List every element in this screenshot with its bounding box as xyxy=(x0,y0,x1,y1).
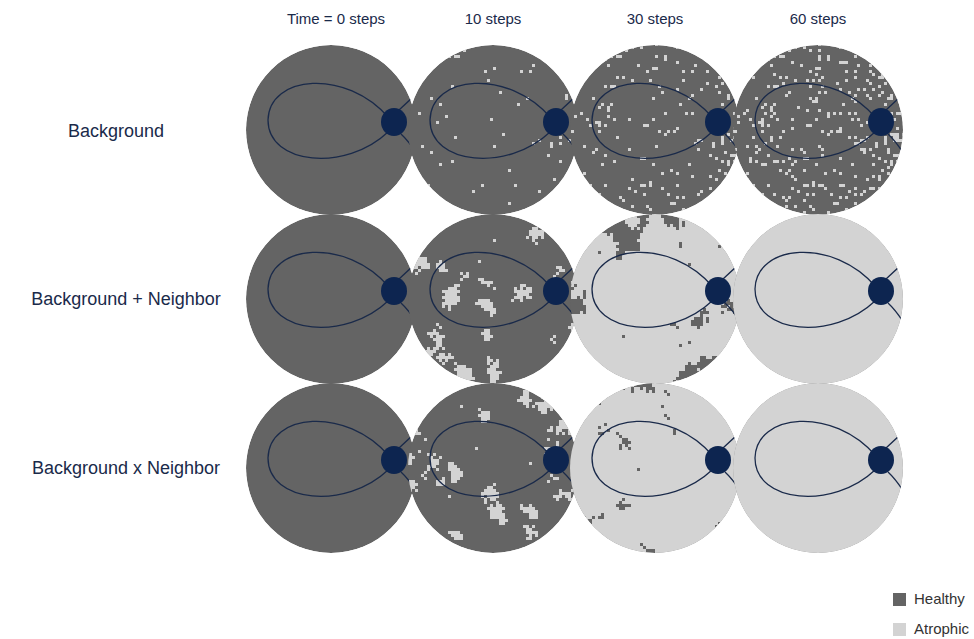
healthy-retina xyxy=(733,45,903,215)
atrophy-area xyxy=(406,390,577,552)
healthy-retina xyxy=(246,45,416,215)
optic-disc xyxy=(705,277,731,305)
healthy-retina xyxy=(570,45,740,215)
vessel-arcade xyxy=(592,83,750,170)
vessel-arcade xyxy=(430,83,588,170)
atrophy-area xyxy=(568,212,742,386)
fundus-panel xyxy=(731,381,913,555)
legend-label: Atrophic xyxy=(914,620,969,637)
healthy-retina xyxy=(246,214,416,384)
atrophy-area xyxy=(412,227,577,386)
vessel-arcade xyxy=(592,252,750,339)
fundus-panel xyxy=(406,383,588,553)
column-header: 10 steps xyxy=(465,10,522,27)
vessel-arcade xyxy=(268,83,426,170)
optic-disc xyxy=(543,277,569,305)
fundus-panel xyxy=(570,43,750,217)
atrophy-area xyxy=(731,381,905,555)
optic-disc xyxy=(543,108,569,136)
fundus-panel xyxy=(246,383,426,553)
row-label: Background x Neighbor xyxy=(32,458,220,479)
vessel-arcade xyxy=(268,421,426,508)
column-header: Time = 0 steps xyxy=(287,10,385,27)
vessel-arcade xyxy=(592,421,750,508)
fundus-panel xyxy=(568,212,750,386)
optic-disc xyxy=(543,446,569,474)
row-label: Background xyxy=(68,121,164,142)
optic-disc xyxy=(381,446,407,474)
vessel-arcade xyxy=(268,252,426,339)
optic-disc xyxy=(868,277,894,305)
fundus-panel xyxy=(246,45,426,215)
vessel-arcade xyxy=(430,252,588,339)
column-header: 60 steps xyxy=(790,10,847,27)
healthy-retina xyxy=(408,45,578,215)
optic-disc xyxy=(868,108,894,136)
vessel-arcade xyxy=(755,252,913,339)
legend-swatch xyxy=(893,593,906,606)
fundus-panel xyxy=(408,214,588,386)
healthy-retina xyxy=(246,383,416,553)
column-header: 30 steps xyxy=(627,10,684,27)
atrophy-area xyxy=(568,381,742,555)
vessel-arcade xyxy=(755,421,913,508)
fundus-panel xyxy=(731,212,913,386)
atrophy-area xyxy=(571,43,742,217)
fundus-panel xyxy=(568,381,750,555)
optic-disc xyxy=(705,108,731,136)
fundus-panel xyxy=(408,45,588,215)
row-label: Background + Neighbor xyxy=(31,289,221,310)
optic-disc xyxy=(381,108,407,136)
atrophy-area xyxy=(418,49,574,205)
optic-disc xyxy=(705,446,731,474)
vessel-arcade xyxy=(755,83,913,170)
fundus-panel xyxy=(246,214,426,384)
optic-disc xyxy=(868,446,894,474)
optic-disc xyxy=(381,277,407,305)
atrophy-area xyxy=(731,212,905,386)
atrophy-area xyxy=(731,43,905,217)
vessel-arcade xyxy=(430,421,588,508)
fundus-panel xyxy=(731,43,913,217)
legend-swatch xyxy=(893,623,906,636)
legend-label: Healthy xyxy=(914,590,965,607)
